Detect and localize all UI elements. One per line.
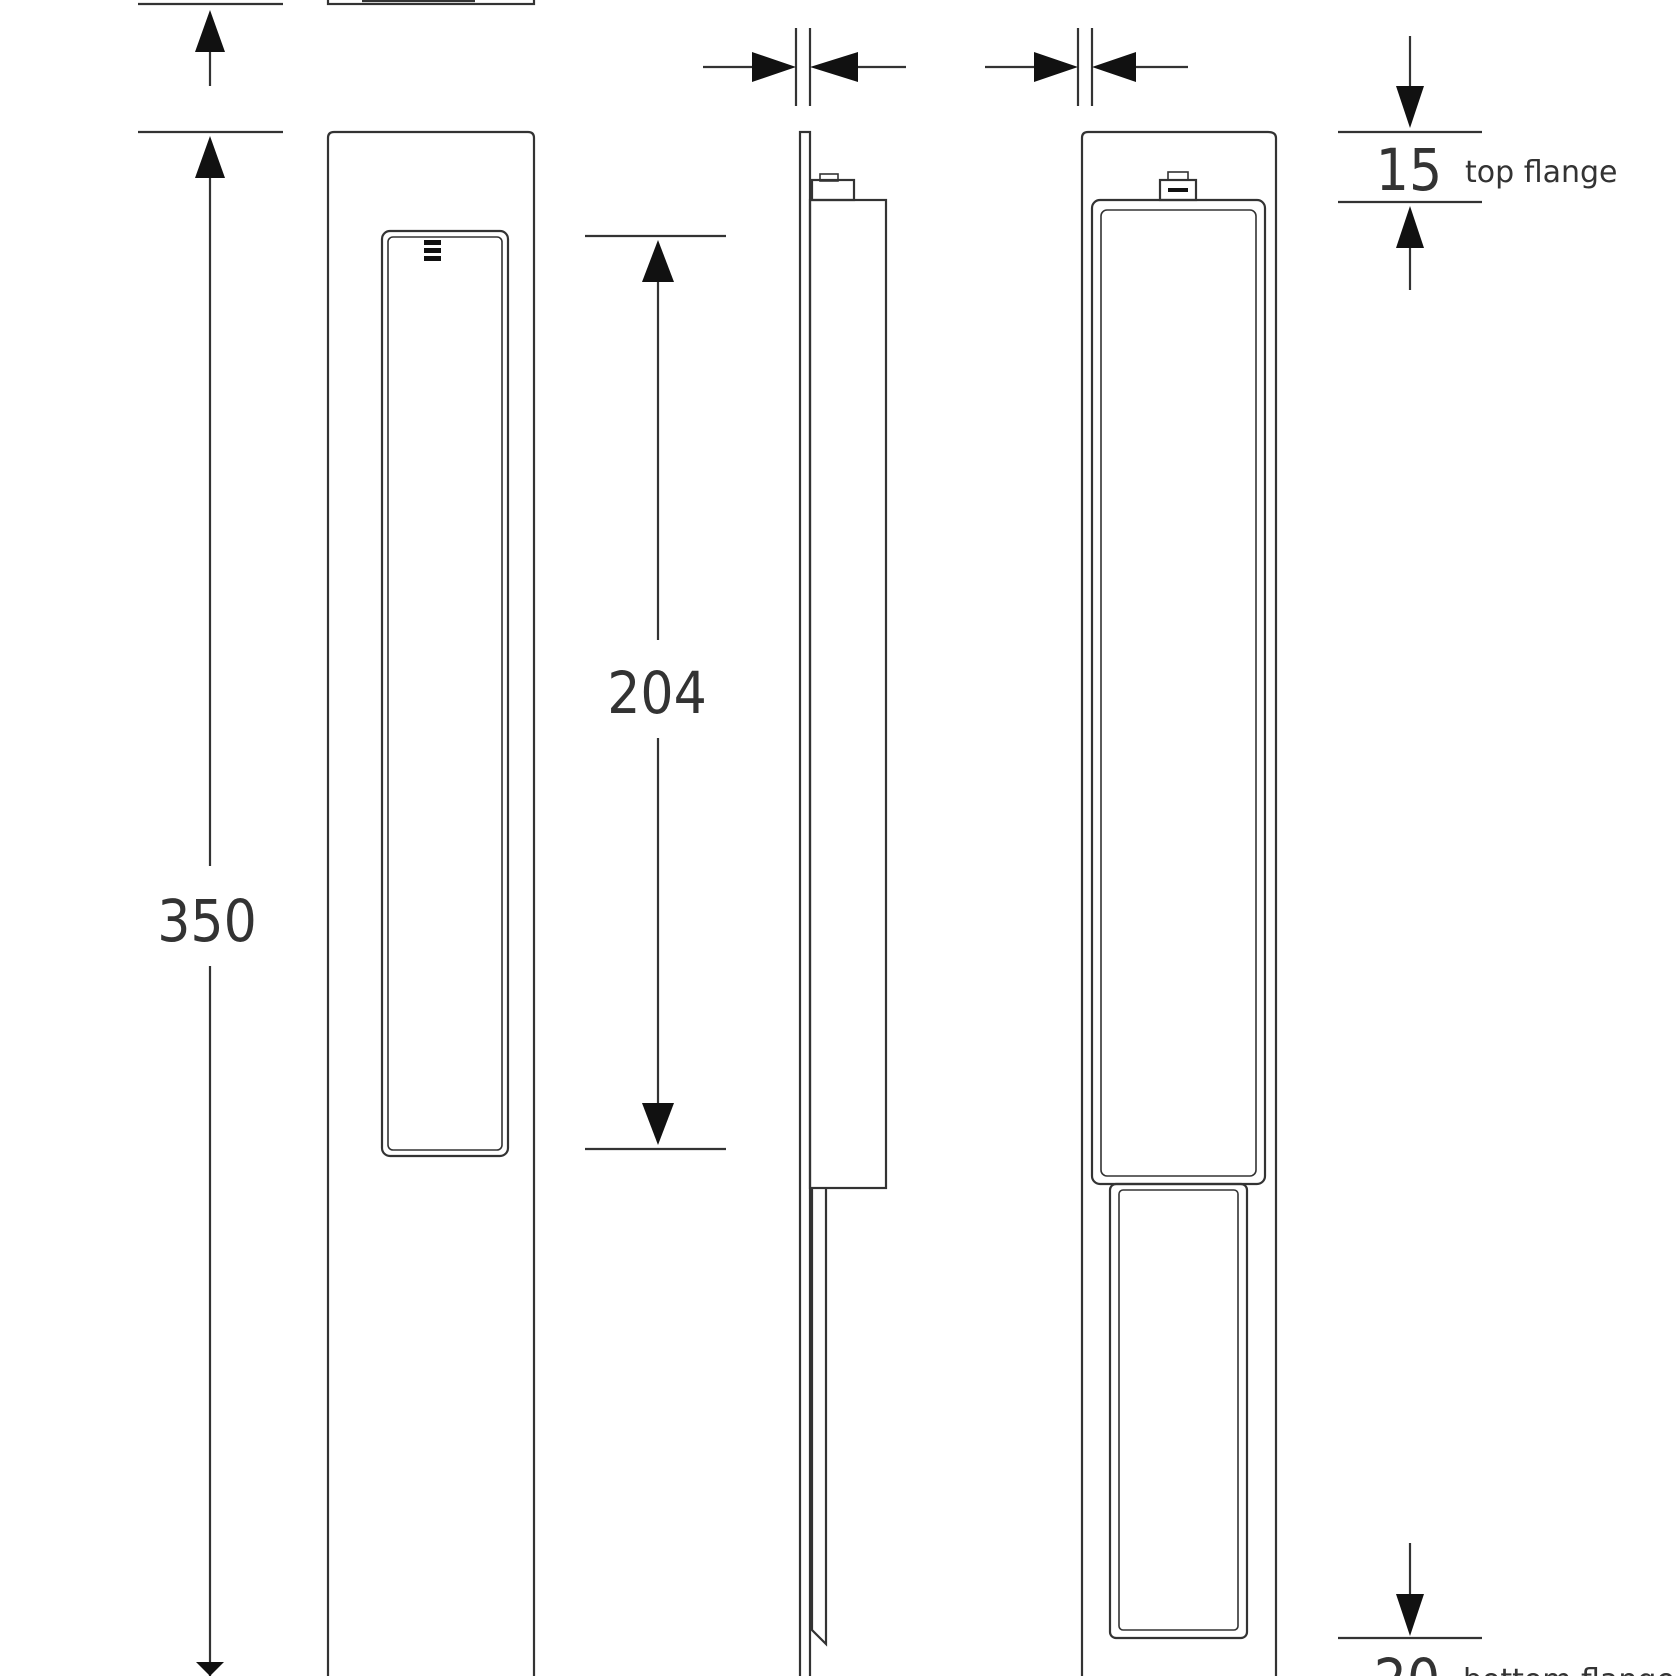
latch-mark-3 bbox=[424, 256, 441, 261]
recess-outer bbox=[380, 229, 510, 1158]
handle-height-value: 204 bbox=[607, 659, 707, 727]
latch-mark-2 bbox=[424, 248, 441, 253]
side-body bbox=[808, 198, 888, 1190]
side-latch-tip bbox=[819, 173, 839, 182]
side-plate bbox=[798, 130, 812, 1676]
down-arrow-height bbox=[196, 1662, 224, 1676]
overall-height-dimension: 350 bbox=[138, 2, 283, 1676]
recess-inner bbox=[387, 236, 503, 1151]
back-view bbox=[985, 28, 1278, 1676]
back-plate-outline bbox=[1080, 130, 1278, 1676]
overall-height-value: 350 bbox=[157, 887, 257, 955]
top-flange-label: top flange bbox=[1465, 155, 1618, 190]
back-latch-slot bbox=[1168, 188, 1188, 192]
side-view bbox=[703, 28, 906, 1676]
back-latch-tip bbox=[1167, 171, 1189, 181]
up-arrow-top-flange bbox=[1396, 206, 1424, 248]
side-latch bbox=[810, 178, 856, 202]
bottom-flange-dimension: 20 bottom flange bbox=[1338, 1543, 1675, 1676]
front-plate-outline bbox=[326, 130, 536, 1676]
bottom-flange-label: bottom flange bbox=[1463, 1663, 1675, 1676]
top-flange-value: 15 bbox=[1376, 136, 1442, 204]
up-arrow-top bbox=[195, 10, 225, 52]
right-arrow-side bbox=[752, 52, 796, 82]
side-pull-plate bbox=[810, 1188, 828, 1647]
up-arrow-height bbox=[195, 136, 225, 178]
handle-height-dimension: 204 bbox=[585, 234, 726, 1151]
bottom-flange-value: 20 bbox=[1374, 1646, 1440, 1676]
back-housing-outer bbox=[1090, 198, 1267, 1186]
up-arrow-handle bbox=[642, 240, 674, 282]
down-arrow-handle bbox=[642, 1103, 674, 1145]
top-flange-dimension: 15 top flange bbox=[1338, 36, 1618, 290]
right-arrow-back bbox=[1034, 52, 1078, 82]
back-housing-inner bbox=[1100, 209, 1257, 1177]
previous-part-edge bbox=[326, 0, 536, 6]
left-arrow-back bbox=[1092, 52, 1136, 82]
left-arrow-side bbox=[810, 52, 858, 82]
back-pull-outer bbox=[1108, 1182, 1249, 1640]
front-view bbox=[326, 0, 536, 1676]
back-pull-inner bbox=[1118, 1189, 1239, 1631]
latch-mark-1 bbox=[424, 240, 441, 245]
down-arrow-bottom-flange bbox=[1396, 1594, 1424, 1636]
down-arrow-top-flange bbox=[1396, 86, 1424, 128]
